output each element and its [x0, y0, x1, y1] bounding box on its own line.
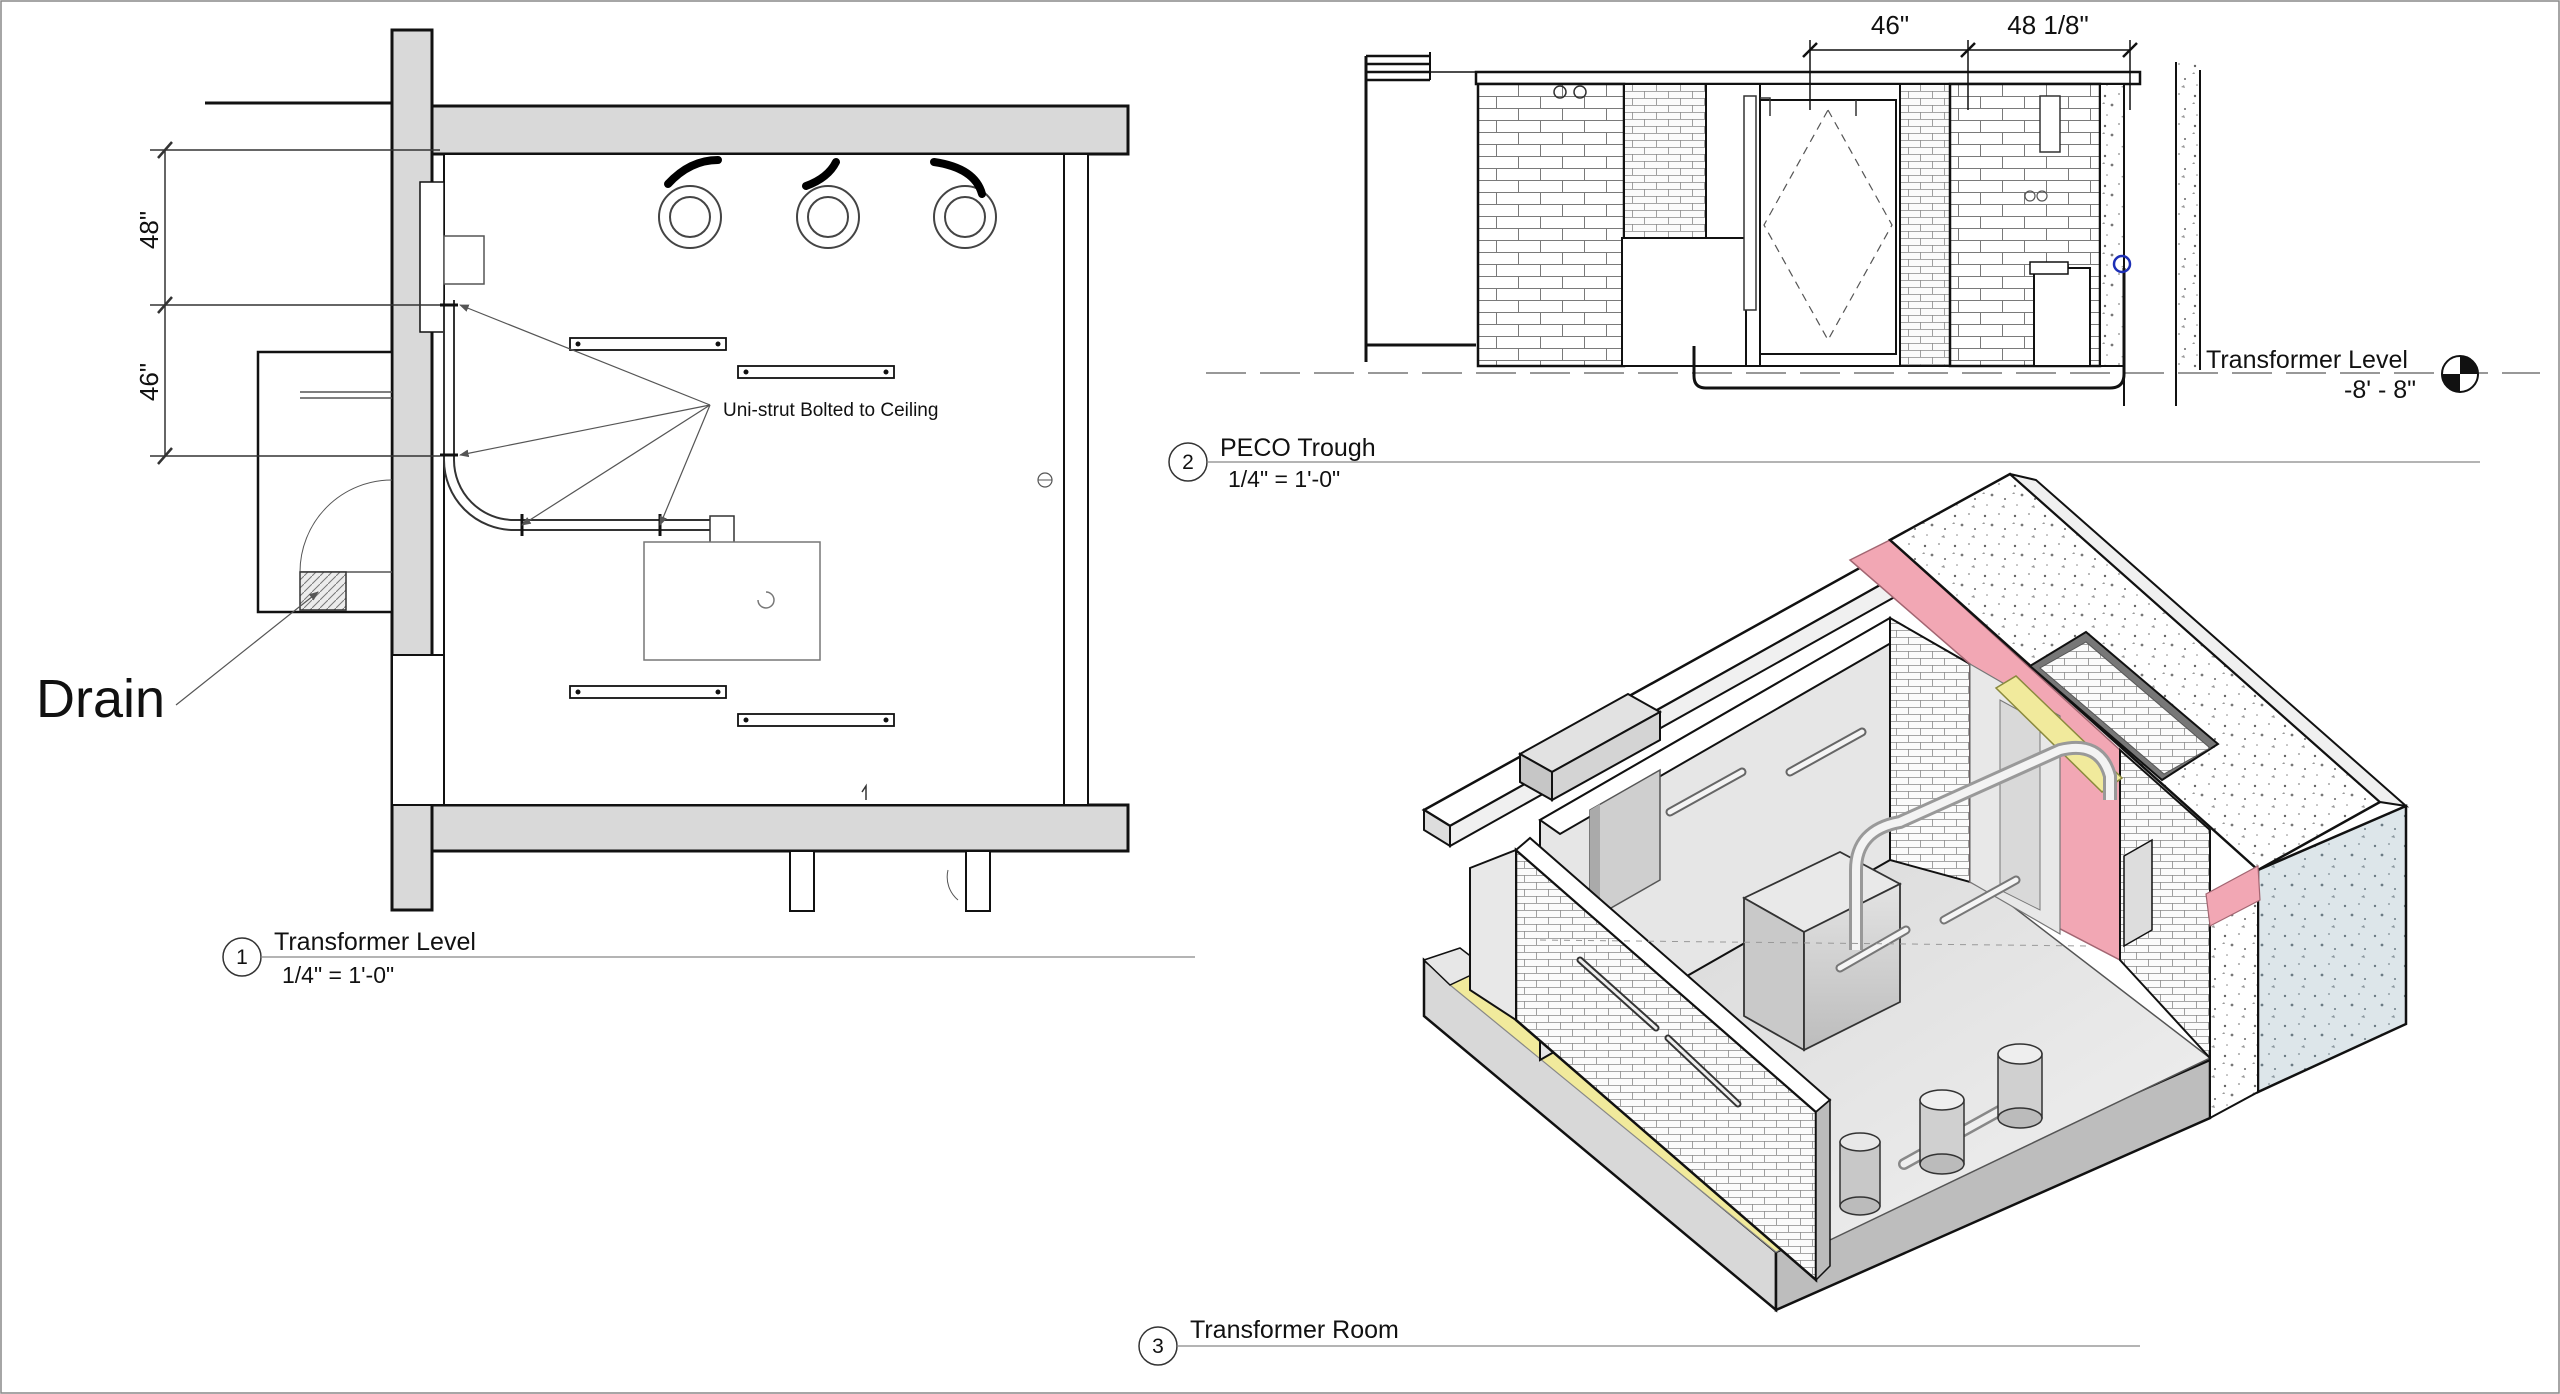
section-block-wall-left: [1476, 82, 1626, 368]
view-3-title: 3 Transformer Room: [1138, 1316, 2140, 1366]
plan-dimensions: [150, 141, 440, 465]
section-block-wall-right: [1948, 82, 2102, 368]
section-dim-left: 46": [1871, 10, 1909, 40]
peco-trough-section: 46" 48 1/8" Transformer Level -8' - 8": [1206, 10, 2540, 406]
view-2-number: 2: [1182, 451, 1194, 474]
plan-unistrut-bars: [569, 337, 895, 727]
unistrut-note: Uni-strut Bolted to Ceiling: [723, 400, 938, 421]
section-cabinet: [2033, 267, 2091, 367]
view-1-number: 1: [236, 946, 248, 969]
level-name: Transformer Level: [2206, 346, 2408, 374]
view-3-number: 3: [1152, 1335, 1164, 1358]
plan-south-wall: [430, 803, 1130, 853]
plan-dim-upper: 48": [134, 211, 164, 249]
plan-exterior-pit: [256, 350, 394, 614]
section-dimensions: [1802, 40, 2138, 110]
drain-grate: [299, 571, 347, 611]
plan-ceiling-lights: [658, 156, 997, 249]
iso-floor-cylinders: [1839, 1043, 2043, 1216]
section-transformer: [1621, 237, 1747, 367]
iso-back-block-wall: [1889, 616, 1971, 884]
view-1-title-text: Transformer Level: [274, 928, 476, 956]
view-1-scale: 1/4" = 1'-0": [282, 962, 394, 988]
plan-north-wall: [430, 104, 1130, 156]
view-2-title: 2 PECO Trough 1/4" = 1'-0": [1168, 434, 2480, 492]
plan-room-interior: [443, 153, 1089, 806]
plan-wall-opening: [391, 654, 445, 806]
view-2-title-text: PECO Trough: [1220, 434, 1376, 462]
plan-panel-box: [443, 235, 485, 285]
view-1-title: 1 Transformer Level 1/4" = 1'-0": [222, 928, 1195, 988]
transformer-level-plan: 48" 46" Drain Uni-strut Bolted to Ceilin…: [36, 28, 1130, 912]
drain-label: Drain: [36, 669, 165, 729]
level-elevation: -8' - 8": [2344, 376, 2416, 404]
transformer-room-isometric: [1421, 472, 2410, 1313]
view-3-title-text: Transformer Room: [1190, 1316, 1399, 1344]
view-2-scale: 1/4" = 1'-0": [1228, 466, 1340, 492]
plan-dim-lower: 46": [134, 363, 164, 401]
plan-transformer-pad: [643, 541, 821, 661]
level-target-symbol: [2441, 355, 2479, 393]
section-dim-right: 48 1/8": [2007, 10, 2089, 40]
